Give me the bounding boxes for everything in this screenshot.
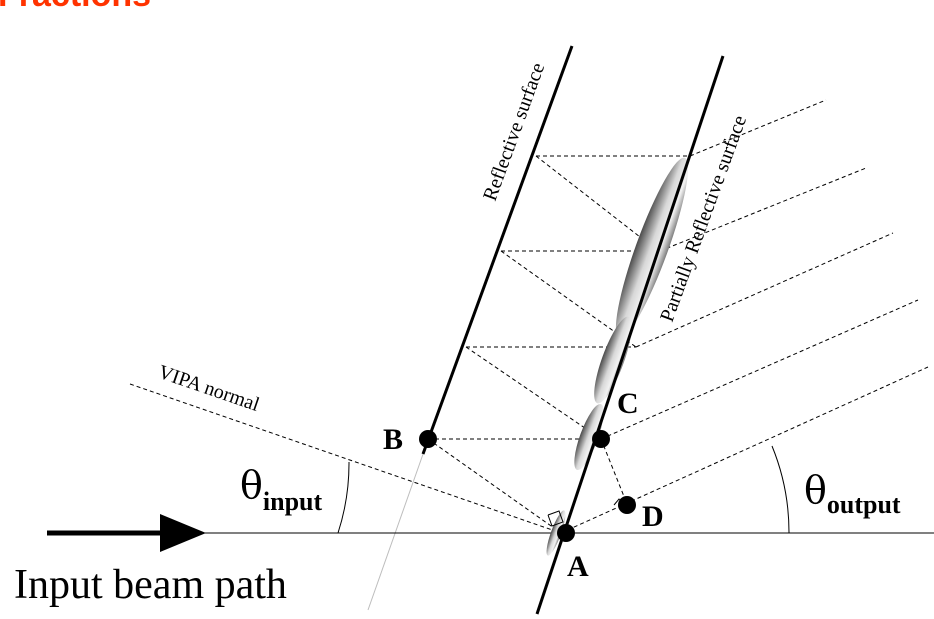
input-beam-path-label: Input beam path — [14, 562, 287, 608]
point-c-dot — [592, 430, 610, 448]
point-b-label: B — [383, 423, 403, 456]
point-a-dot — [557, 524, 575, 542]
right-angle-marker-a — [547, 510, 564, 527]
output-lobe-small — [574, 403, 604, 471]
partially-reflective-surface-line — [535, 55, 725, 615]
output-angle-arc — [771, 445, 790, 534]
output-lobe-large — [615, 157, 689, 339]
vipa-normal-label: VIPA normal — [155, 361, 262, 416]
bounce-diag-1 — [535, 155, 659, 252]
reflective-surface-extension — [367, 439, 429, 611]
input-lobe — [546, 510, 566, 556]
output-beam-4 — [600, 299, 919, 440]
output-beam-3 — [635, 232, 894, 348]
output-lobe-medium — [594, 316, 632, 404]
output-beam-2 — [659, 167, 867, 252]
cd-line — [600, 438, 628, 505]
slide-title: Fractions — [0, 0, 151, 14]
point-c-label: C — [617, 387, 639, 420]
bounce-diag-3 — [465, 346, 602, 440]
point-d-label: D — [642, 500, 664, 533]
reflective-surface-line — [421, 45, 574, 455]
point-b-dot — [419, 430, 437, 448]
input-arrow-head — [160, 514, 206, 552]
reflective-surface-label: Reflective surface — [479, 60, 549, 204]
theta-output-label: θoutput — [804, 468, 901, 519]
point-a-label: A — [567, 550, 589, 583]
point-d-dot — [618, 496, 636, 514]
output-beam-1 — [689, 99, 827, 157]
bounce-diag-ab — [427, 438, 562, 534]
vipa-normal-line — [129, 383, 562, 534]
theta-input-label: θinput — [240, 463, 322, 516]
input-angle-arc — [337, 461, 350, 534]
